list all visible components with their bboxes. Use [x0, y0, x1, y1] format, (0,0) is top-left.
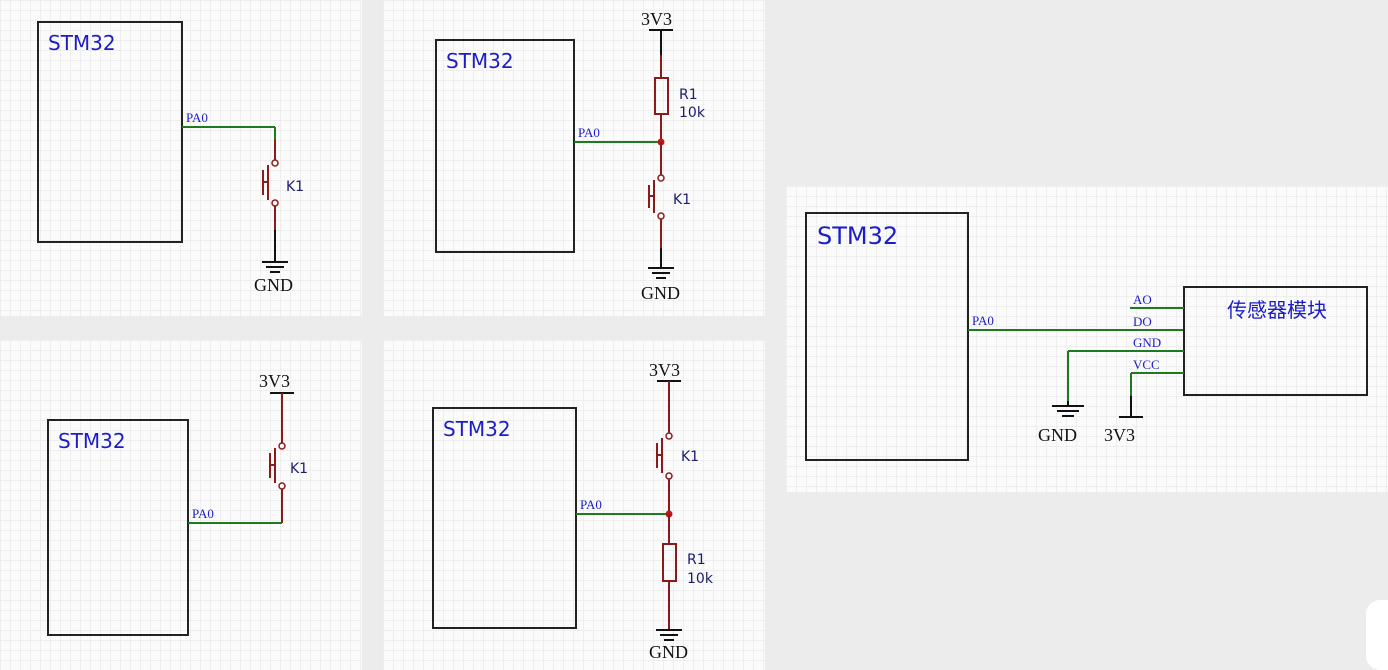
pa0-net-label: PA0: [580, 497, 602, 512]
circuit-panel-switch-to-ground: STM32 PA0 K1 GND: [0, 0, 362, 316]
schematic-sensor-module: STM32 PA0 传感器模块 AO DO GND VCC GND 3V3: [805, 212, 1368, 461]
circuit-panel-switch-to-power: 3V3 K1 STM32 PA0: [0, 340, 362, 670]
chip-label: STM32: [48, 31, 116, 55]
pa0-net-label: PA0: [972, 313, 994, 328]
chip-label: STM32: [443, 417, 511, 441]
power-label: 3V3: [641, 9, 672, 29]
schematic-switch-to-power: 3V3 K1 STM32 PA0: [47, 371, 308, 636]
stm32-chip: [805, 212, 969, 461]
ground-symbol: [648, 248, 674, 279]
module-label: 传感器模块: [1227, 298, 1327, 322]
power-label: 3V3: [649, 360, 680, 380]
schematic-switch-to-ground: STM32 PA0 K1 GND: [37, 21, 304, 295]
gnd-label: GND: [649, 642, 688, 662]
resistor-name: R1: [687, 552, 706, 568]
ground-symbol: [1052, 401, 1084, 417]
pa0-net-label: PA0: [578, 125, 600, 140]
stm32-chip: [432, 407, 577, 629]
switch-label: K1: [681, 449, 699, 465]
switch-label: K1: [673, 192, 691, 208]
power-label: 3V3: [259, 371, 290, 391]
stm32-chip: [435, 39, 575, 253]
stm32-chip: [37, 21, 183, 243]
circuit-panel-pull-up: 3V3 R1 10k STM32 PA0 K1: [383, 0, 765, 316]
switch-k1: [656, 381, 673, 514]
pin-label-do: DO: [1133, 314, 1152, 329]
power-label: 3V3: [1104, 425, 1135, 445]
pin-label-ao: AO: [1133, 292, 1152, 307]
gnd-label: GND: [641, 283, 680, 303]
ground-symbol: [262, 230, 288, 273]
switch-k1: [262, 140, 279, 230]
resistor-r1: [654, 55, 669, 142]
chip-label: STM32: [446, 49, 514, 73]
resistor-r1: [662, 514, 677, 630]
schematic-pull-up: 3V3 R1 10k STM32 PA0 K1: [435, 9, 706, 303]
chip-label: STM32: [58, 429, 126, 453]
overlay-tab: [1366, 600, 1388, 670]
resistor-value: 10k: [679, 105, 706, 121]
ground-symbol: [656, 629, 682, 641]
gnd-label: GND: [254, 275, 293, 295]
sensor-module-box: [1183, 286, 1368, 396]
pin-label-gnd: GND: [1133, 335, 1161, 350]
switch-label: K1: [286, 179, 304, 195]
pa0-net-label: PA0: [186, 110, 208, 125]
pin-label-vcc: VCC: [1133, 357, 1160, 372]
gnd-label: GND: [1038, 425, 1077, 445]
resistor-name: R1: [679, 87, 698, 103]
switch-k1: [648, 142, 665, 248]
schematic-pull-down: 3V3 K1 STM32 PA0 R1 10k GND: [432, 360, 714, 662]
circuit-panel-pull-down: 3V3 K1 STM32 PA0 R1 10k GND: [383, 340, 765, 670]
chip-label: STM32: [817, 222, 898, 250]
switch-label: K1: [290, 461, 308, 477]
stm32-chip: [47, 419, 189, 636]
circuit-panel-sensor-module: STM32 PA0 传感器模块 AO DO GND VCC GND 3V3: [786, 186, 1388, 492]
resistor-value: 10k: [687, 571, 714, 587]
pa0-net-label: PA0: [192, 506, 214, 521]
power-symbol: [1119, 396, 1143, 418]
switch-k1: [269, 393, 286, 523]
